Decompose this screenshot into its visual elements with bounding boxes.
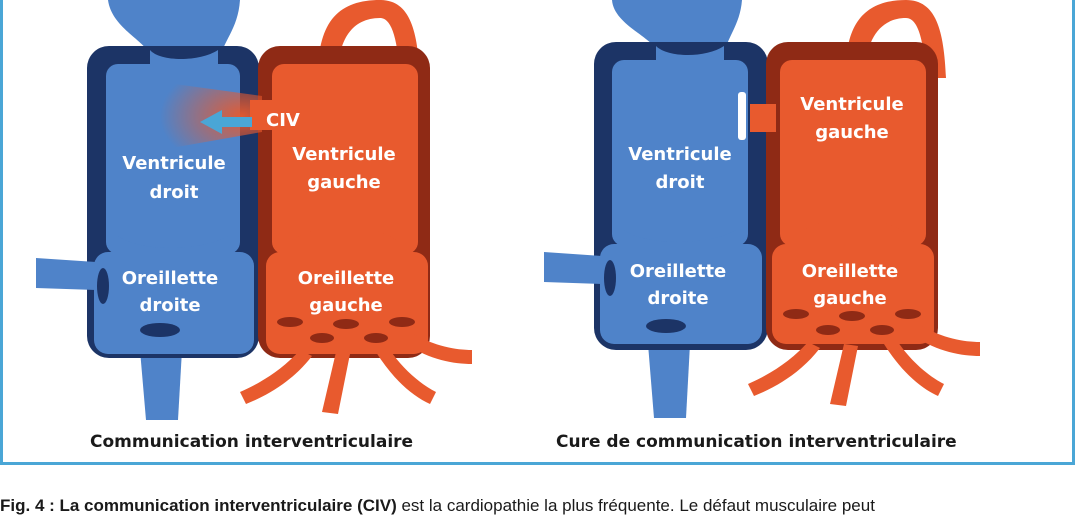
figure-frame bbox=[0, 0, 1075, 465]
la-label-line2: gauche bbox=[813, 288, 887, 309]
pulmonary-veins bbox=[240, 334, 472, 414]
shunt-arrow-icon bbox=[200, 110, 252, 134]
septal-patch bbox=[738, 92, 746, 140]
left-panel-title: Communication interventriculaire bbox=[90, 432, 414, 452]
rv-label-line2: droit bbox=[656, 172, 705, 193]
la-label-line1: Oreillette bbox=[298, 268, 395, 289]
figure-caption: Fig. 4 : La communication interventricul… bbox=[0, 496, 1078, 520]
ra-label-line1: Oreillette bbox=[630, 261, 727, 282]
heart-diagrams: CIV Ventricule droit Ventricule gauche O… bbox=[36, 0, 980, 420]
heart-repaired: Ventricule droit Ventricule gauche Oreil… bbox=[544, 0, 980, 418]
lv-label-line2: gauche bbox=[307, 172, 381, 193]
caption-text: est la cardiopathie la plus fréquente. L… bbox=[396, 496, 875, 515]
aorta bbox=[846, 0, 946, 78]
lv-label-line1: Ventricule bbox=[800, 94, 903, 115]
ra-label-line2: droite bbox=[139, 295, 200, 316]
la-label-line1: Oreillette bbox=[802, 261, 899, 282]
inferior-vena-cava bbox=[140, 350, 182, 420]
left-ventricle bbox=[272, 64, 418, 254]
caption-prefix: Fig. 4 : La communication interventricul… bbox=[0, 496, 397, 515]
left-ventricle bbox=[780, 60, 926, 246]
lv-label-line2: gauche bbox=[815, 122, 889, 143]
ra-label-line2: droite bbox=[647, 288, 708, 309]
right-atrium bbox=[600, 244, 762, 344]
lv-label-line1: Ventricule bbox=[292, 144, 395, 165]
inferior-vena-cava bbox=[648, 344, 690, 418]
aorta bbox=[318, 0, 420, 80]
ra-label-line1: Oreillette bbox=[122, 268, 219, 289]
left-atrium bbox=[266, 252, 428, 354]
superior-vena-cava bbox=[108, 0, 240, 60]
heart-with-vsd: CIV Ventricule droit Ventricule gauche O… bbox=[36, 0, 472, 420]
right-panel-title: Cure de communication interventriculaire bbox=[556, 432, 957, 452]
left-atrium bbox=[772, 244, 934, 344]
la-label-line2: gauche bbox=[309, 295, 383, 316]
pulmonary-veins bbox=[748, 326, 980, 406]
right-ventricle bbox=[612, 60, 748, 246]
rv-label-line1: Ventricule bbox=[628, 144, 731, 165]
right-atrium bbox=[94, 252, 254, 354]
civ-label: CIV bbox=[266, 110, 300, 131]
rv-label-line2: droit bbox=[150, 182, 199, 203]
rv-label-line1: Ventricule bbox=[122, 153, 225, 174]
